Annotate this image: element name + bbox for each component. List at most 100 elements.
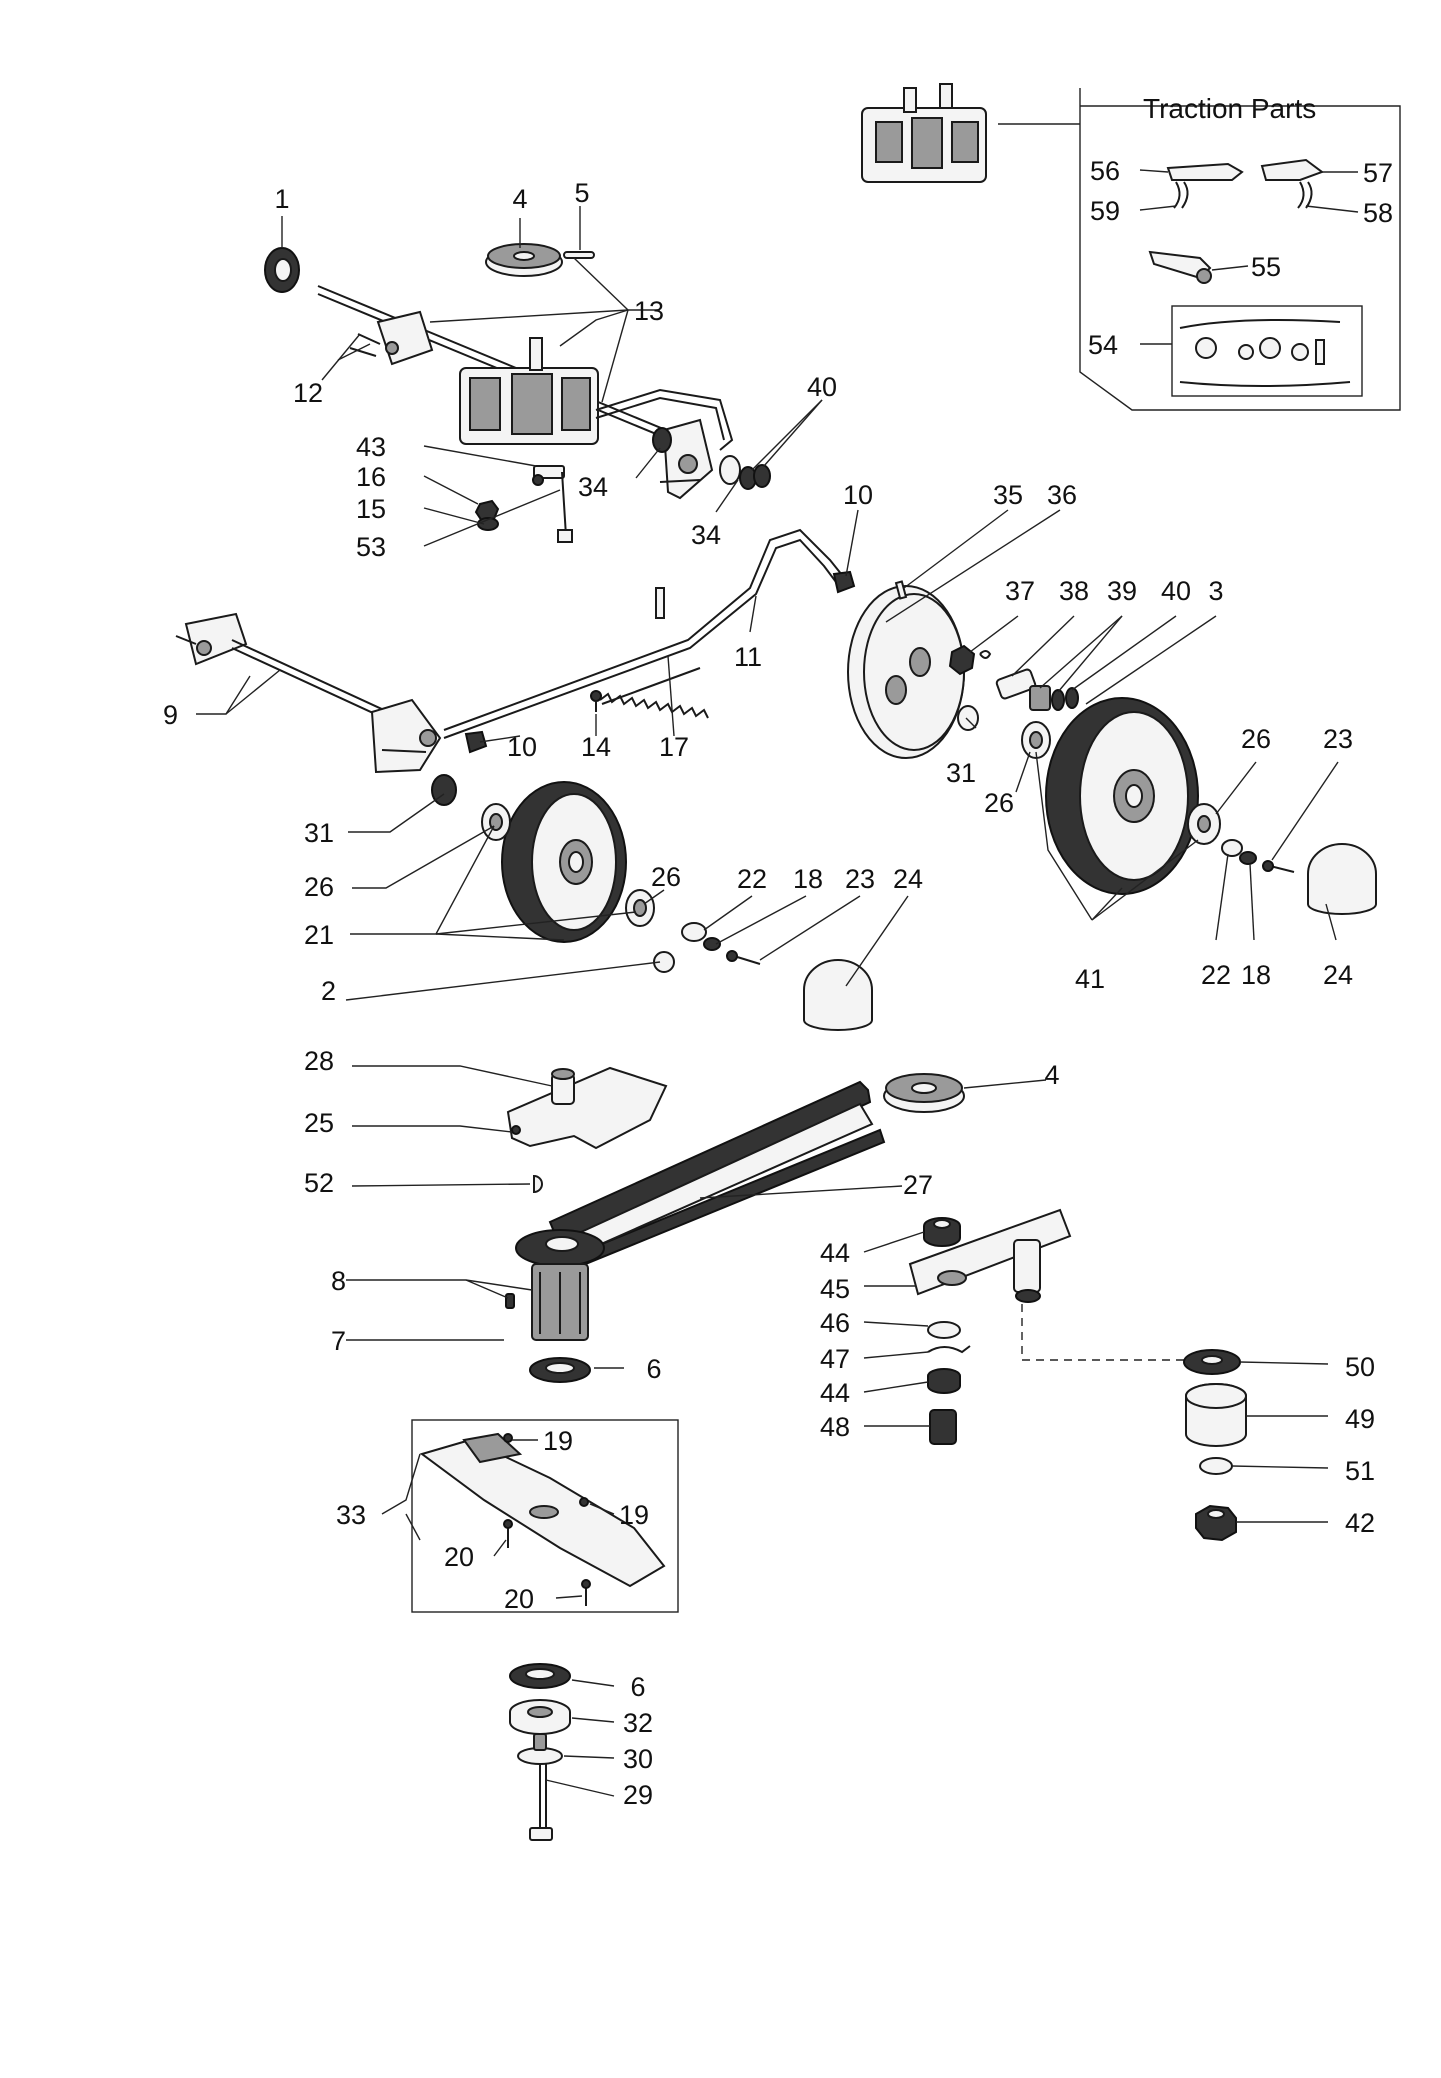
callout-12: 12 — [293, 378, 323, 408]
callout-11: 11 — [734, 642, 762, 672]
callout-17: 17 — [659, 732, 689, 762]
callout-29: 29 — [623, 1780, 653, 1810]
callout-28: 28 — [304, 1046, 334, 1076]
callout-8: 8 — [331, 1266, 346, 1296]
spring-plate-57 — [1260, 158, 1325, 209]
key-5 — [563, 251, 595, 259]
callout-22: 22 — [1201, 960, 1231, 990]
callout-54: 54 — [1088, 330, 1118, 360]
callout-47: 47 — [820, 1344, 850, 1374]
callout-51: 51 — [1345, 1456, 1375, 1486]
callout-15: 15 — [356, 494, 386, 524]
callout-49: 49 — [1345, 1404, 1375, 1434]
callout-22: 22 — [737, 864, 767, 894]
washer-6-top — [529, 1357, 591, 1383]
callout-7: 7 — [331, 1326, 346, 1356]
callout-40: 40 — [807, 372, 837, 402]
blade-group-33 — [411, 1419, 679, 1613]
callout-13: 13 — [634, 296, 664, 326]
callout-23: 23 — [845, 864, 875, 894]
callout-30: 30 — [623, 1744, 653, 1774]
washers-34-40 — [652, 427, 771, 490]
callout-24: 24 — [1323, 960, 1353, 990]
gasket-kit-54 — [1171, 305, 1363, 397]
callout-18: 18 — [1241, 960, 1271, 990]
callout-20: 20 — [444, 1542, 474, 1572]
callout-37: 37 — [1005, 576, 1035, 606]
callout-9: 9 — [163, 700, 178, 730]
rear-wheel-41 — [1045, 697, 1199, 895]
drive-belt-27 — [548, 1080, 886, 1274]
pulley-4-top — [485, 243, 563, 277]
callout-25: 25 — [304, 1108, 334, 1138]
callout-55: 55 — [1251, 252, 1281, 282]
callout-33: 33 — [336, 1500, 366, 1530]
traction-parts-inset: Traction Parts — [998, 88, 1401, 411]
spring-plate-56 — [1166, 162, 1244, 209]
callout-36: 36 — [1047, 480, 1077, 510]
callout-44: 44 — [820, 1378, 850, 1408]
idler-parts-50-49-51-42 — [1183, 1349, 1247, 1542]
callout-16: 16 — [356, 462, 386, 492]
inset-title: Traction Parts — [1143, 93, 1316, 124]
lever-55 — [1148, 250, 1212, 284]
callout-31: 31 — [946, 758, 976, 788]
callout-19: 19 — [543, 1426, 573, 1456]
callout-43: 43 — [356, 432, 386, 462]
callout-41: 41 — [1075, 964, 1105, 994]
leader-lines — [196, 169, 1359, 1797]
front-axle-9 — [175, 612, 442, 774]
callout-26: 26 — [1241, 724, 1271, 754]
front-wheel-hardware — [653, 922, 873, 1031]
callout-56: 56 — [1090, 156, 1120, 186]
callout-19: 19 — [619, 1500, 649, 1530]
callout-46: 46 — [820, 1308, 850, 1338]
callout-26: 26 — [984, 788, 1014, 818]
callout-3: 3 — [1208, 576, 1223, 606]
bearing-1 — [264, 247, 300, 293]
callout-27: 27 — [903, 1170, 933, 1200]
spring-17 — [599, 667, 709, 719]
callout-34: 34 — [691, 520, 721, 550]
screw-14 — [590, 690, 602, 712]
rear-wheel-hardware — [1021, 721, 1377, 915]
callout-24: 24 — [893, 864, 923, 894]
tensioner-arm-45 — [908, 1208, 1186, 1361]
front-wheel-21 — [501, 781, 627, 943]
blade-mount-6-32-30-29 — [509, 1663, 571, 1841]
callout-35: 35 — [993, 480, 1023, 510]
tensioner-hardware-44-46-47-48 — [923, 1217, 971, 1445]
callout-39: 39 — [1107, 576, 1137, 606]
control-rod-11 — [443, 528, 856, 754]
callout-32: 32 — [623, 1708, 653, 1738]
callout-18: 18 — [793, 864, 823, 894]
callout-20: 20 — [504, 1584, 534, 1614]
callout-4: 4 — [1044, 1060, 1059, 1090]
callout-4: 4 — [512, 184, 527, 214]
callout-21: 21 — [304, 920, 334, 950]
callout-50: 50 — [1345, 1352, 1375, 1382]
callout-42: 42 — [1345, 1508, 1375, 1538]
callout-48: 48 — [820, 1412, 850, 1442]
callout-26: 26 — [651, 862, 681, 892]
callout-6: 6 — [646, 1354, 661, 1384]
callout-53: 53 — [356, 532, 386, 562]
drive-parts-37-38-39-40-3 — [948, 644, 1079, 731]
callout-45: 45 — [820, 1274, 850, 1304]
callout-31: 31 — [304, 818, 334, 848]
callout-34: 34 — [578, 472, 608, 502]
transmission-assembly — [317, 285, 734, 500]
callout-58: 58 — [1363, 198, 1393, 228]
bolt-53-and-nuts — [474, 465, 573, 543]
spindle-8 — [505, 1229, 605, 1341]
callout-44: 44 — [820, 1238, 850, 1268]
callout-38: 38 — [1059, 576, 1089, 606]
pin-52 — [533, 1174, 544, 1194]
transmission-inset-image — [861, 83, 987, 183]
callout-26: 26 — [304, 872, 334, 902]
callout-14: 14 — [581, 732, 611, 762]
pulley-cover-25 — [506, 1066, 668, 1150]
callout-2: 2 — [321, 976, 336, 1006]
